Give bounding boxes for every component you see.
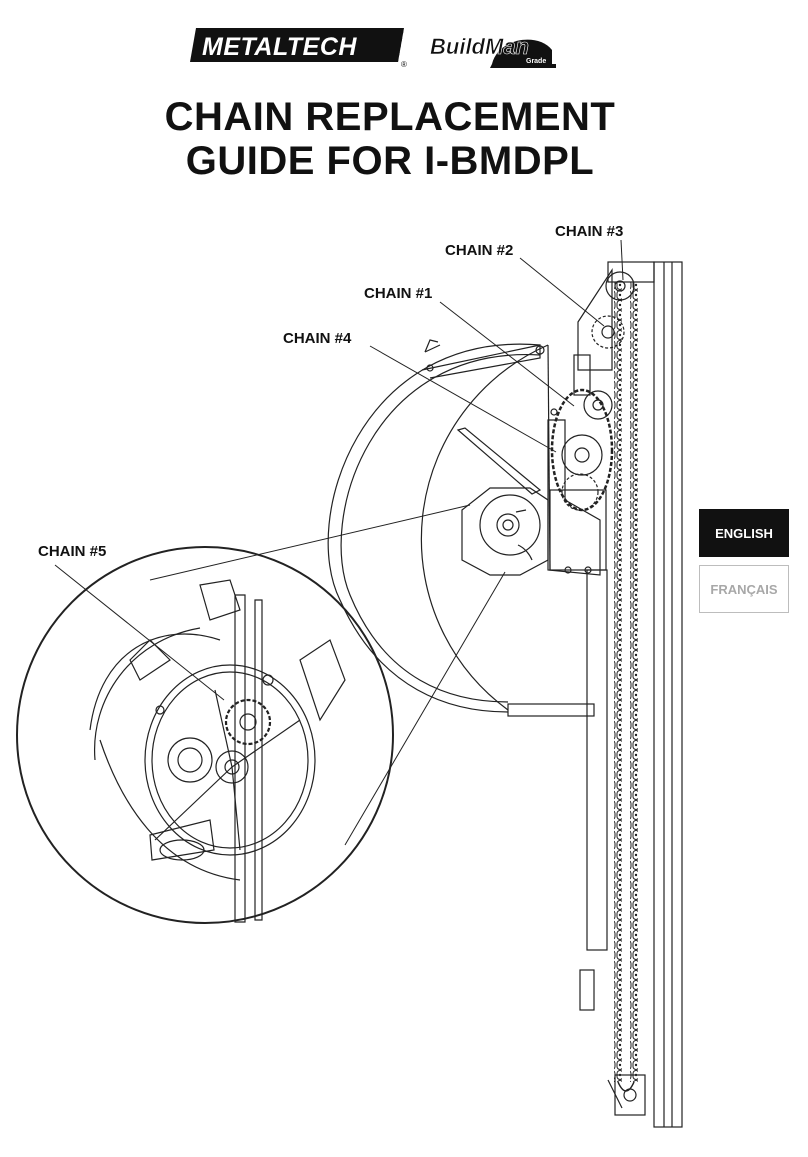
callout-chain-3: CHAIN #3 xyxy=(555,223,623,240)
sprocket-top xyxy=(605,271,635,301)
tab-english[interactable]: ENGLISH xyxy=(699,509,789,557)
buildman-grade-text: Grade xyxy=(526,58,546,65)
tab-francais[interactable]: FRANÇAIS xyxy=(699,565,789,613)
callout-chain-4: CHAIN #4 xyxy=(283,330,352,347)
registered-mark: ® xyxy=(401,60,407,68)
buildman-logo: BuildMan Grade xyxy=(430,34,556,68)
zoom-lines xyxy=(149,504,506,846)
upper-housing xyxy=(573,267,613,396)
page-title-line-2: GUIDE FOR I-BMDPL xyxy=(185,139,595,183)
callout-chain-2: CHAIN #2 xyxy=(445,242,513,259)
drum-wheel xyxy=(327,339,595,717)
drum-hub xyxy=(461,487,549,576)
vertical-rail xyxy=(579,261,683,1128)
sprocket-chain-1 xyxy=(550,388,614,512)
chain-3-long-run xyxy=(614,282,638,1082)
sprocket-chain-2 xyxy=(591,315,625,349)
page-title: CHAIN REPLACEMENT GUIDE FOR I-BMDPL xyxy=(0,95,780,183)
callout-chain-1: CHAIN #1 xyxy=(364,285,432,302)
side-plate xyxy=(547,408,607,576)
bottom-bracket xyxy=(607,1074,646,1116)
callout-leaders xyxy=(54,239,624,701)
metaltech-logo-text: METALTECH xyxy=(202,33,357,61)
buildman-logo-text: BuildMan xyxy=(430,34,529,59)
zoom-detail xyxy=(16,546,394,924)
page-title-line-1: CHAIN REPLACEMENT xyxy=(164,95,616,139)
metaltech-logo: METALTECH ® xyxy=(190,28,407,68)
callout-chain-5: CHAIN #5 xyxy=(38,543,106,560)
